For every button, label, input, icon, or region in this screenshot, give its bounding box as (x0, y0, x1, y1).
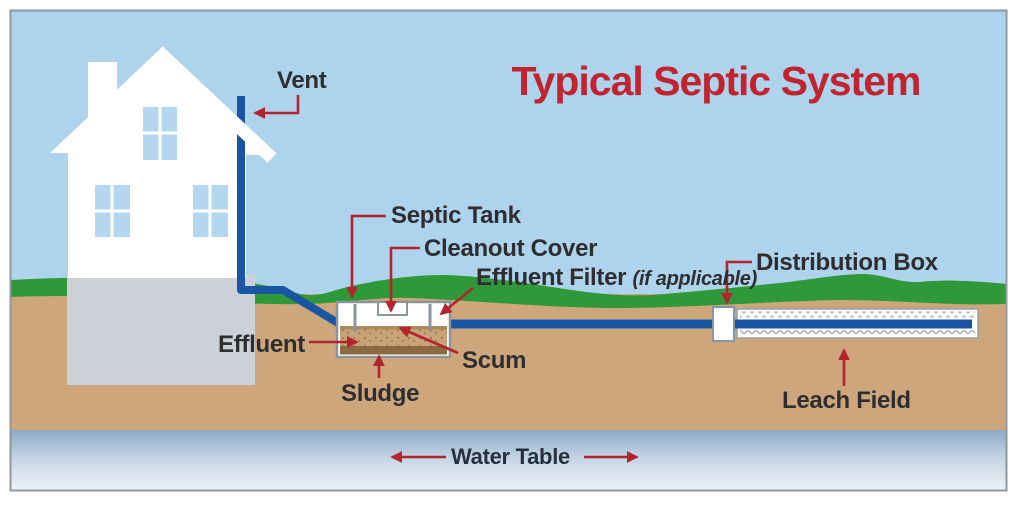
water-table-band (11, 430, 1006, 490)
vent-pipe (237, 96, 341, 327)
window-right (193, 185, 228, 237)
label-effluent-filter-note: (if applicable) (632, 268, 758, 290)
label-scum: Scum (462, 347, 527, 374)
distribution-box (712, 306, 735, 342)
pointer-cleanout-cover (385, 246, 420, 313)
label-sludge: Sludge (341, 380, 420, 407)
pointer-lines (253, 95, 850, 463)
scum-layer (340, 326, 447, 330)
house-roof (50, 51, 268, 155)
pointer-scum (398, 326, 459, 355)
attic-window (143, 107, 177, 160)
label-effluent-filter-main: Effluent Filter (476, 264, 627, 291)
label-cleanout-cover: Cleanout Cover (424, 235, 598, 262)
sludge-layer (340, 346, 447, 355)
label-distribution-box: Distribution Box (756, 249, 938, 276)
leach-gravel-top (740, 311, 975, 318)
diagram-title: Typical Septic System (511, 58, 922, 104)
window-left (95, 185, 130, 237)
pointer-effluent-filter (439, 286, 474, 316)
label-effluent: Effluent (218, 331, 305, 358)
septic-tank (335, 300, 452, 359)
diagram-border (9, 9, 1008, 492)
leach-gravel-bottom (740, 330, 975, 336)
house-foundation (67, 275, 255, 385)
label-vent: Vent (277, 67, 327, 94)
pointer-distribution-box (721, 260, 752, 305)
label-septic-tank: Septic Tank (391, 202, 521, 229)
label-water-table: Water Table (451, 444, 570, 469)
label-leach-field: Leach Field (782, 387, 911, 414)
pointer-vent (253, 95, 300, 119)
grass (11, 274, 1006, 309)
label-effluent-filter: Effluent Filter (if applicable) (476, 266, 757, 290)
pointer-septic-tank (346, 214, 386, 299)
roof-eave-overhang (153, 46, 277, 163)
cleanout-cover-port (377, 301, 408, 316)
